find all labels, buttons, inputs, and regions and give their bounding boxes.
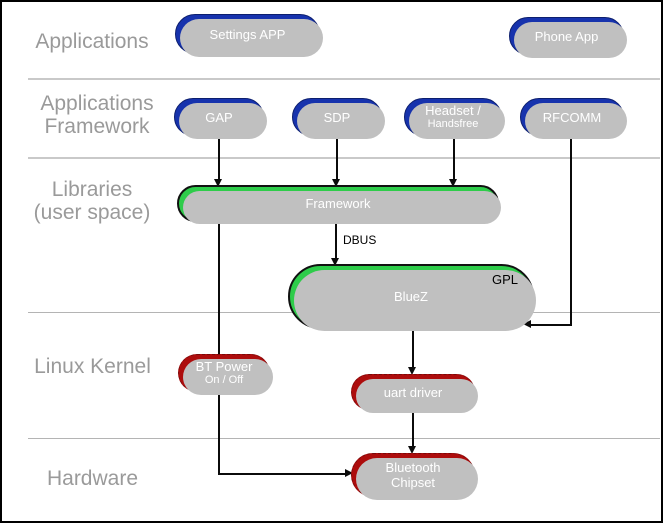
node-phone-app-label: Phone App: [534, 28, 599, 44]
edge-gap-to-chipset-head: [345, 469, 353, 477]
edge-bluez-to-uart: [412, 328, 414, 370]
node-shadow: [514, 22, 627, 58]
node-bt-power-label-line1: BT Power: [195, 359, 253, 374]
edge-rfcomm-to-bluez-horizontal: [529, 324, 572, 326]
layer-label-linux-kernel: Linux Kernel: [34, 355, 151, 378]
divider-applications: [28, 78, 660, 80]
node-phone-app[interactable]: Phone App: [509, 17, 627, 58]
edge-label-dbus: DBUS: [343, 233, 377, 247]
node-headset-handsfree-label-line2: Handsfree: [427, 118, 479, 130]
edge-rfcomm-to-bluez-vertical: [570, 136, 572, 326]
node-bluez-license-badge: GPL: [491, 272, 518, 287]
edge-uart-to-chipset: [412, 409, 414, 449]
edge-gap-to-chipset-vertical: [218, 221, 220, 475]
node-shadow: [294, 270, 536, 331]
node-bluez[interactable]: GPL BlueZ: [288, 264, 536, 331]
layer-label-hardware: Hardware: [46, 467, 139, 490]
edge-gap-to-chipset-horizontal: [218, 473, 348, 475]
node-framework-label: Framework: [305, 196, 371, 211]
node-rfcomm[interactable]: RFCOMM: [520, 98, 627, 139]
node-headset-handsfree-label-line1: Headset /: [425, 103, 481, 118]
divider-linux-kernel: [28, 438, 660, 439]
node-settings-app[interactable]: Settings APP: [175, 14, 323, 57]
node-uart-driver[interactable]: uart driver: [351, 374, 478, 413]
node-bluetooth-chipset[interactable]: Bluetooth Chipset: [351, 453, 478, 500]
edge-rfcomm-to-bluez-head: [523, 320, 531, 328]
edge-headset-to-framework: [453, 136, 455, 182]
node-shadow: [183, 359, 273, 395]
node-headset-handsfree[interactable]: Headset / Handsfree: [404, 98, 505, 139]
node-framework[interactable]: Framework: [177, 185, 501, 224]
edge-gap-to-framework-head: [214, 179, 222, 187]
edge-bluez-to-uart-head: [408, 367, 416, 375]
node-shadow: [525, 103, 627, 139]
layer-label-applications-framework: Applications Framework: [40, 92, 154, 138]
edge-sdp-to-framework: [336, 136, 338, 182]
edge-gap-to-framework: [218, 136, 220, 182]
node-settings-app-label: Settings APP: [209, 26, 286, 42]
node-shadow: [297, 103, 385, 139]
node-gap[interactable]: GAP: [174, 98, 267, 139]
node-shadow: [179, 103, 267, 139]
node-shadow: [409, 103, 505, 139]
node-rfcomm-label: RFCOMM: [542, 109, 602, 125]
node-shadow: [356, 379, 478, 413]
edge-framework-to-bluez: [335, 221, 337, 261]
node-uart-driver-label: uart driver: [383, 384, 443, 400]
node-bluetooth-chipset-label-line2: Chipset: [390, 475, 436, 490]
node-bt-power[interactable]: BT Power On / Off: [178, 354, 273, 395]
edge-framework-to-bluez-head: [331, 258, 339, 266]
node-bluetooth-chipset-label-line1: Bluetooth: [385, 460, 441, 475]
edge-sdp-to-framework-head: [332, 179, 340, 187]
node-gap-label: GAP: [205, 109, 233, 125]
node-sdp[interactable]: SDP: [292, 98, 385, 139]
layer-label-libraries: Libraries (user space): [33, 178, 151, 224]
node-bt-power-label-line2: On / Off: [204, 374, 244, 386]
edge-uart-to-chipset-head: [408, 446, 416, 454]
node-shadow: [356, 458, 478, 500]
node-bluez-label: BlueZ: [394, 289, 428, 304]
node-sdp-label: SDP: [323, 109, 351, 125]
node-shadow: [183, 191, 501, 224]
layer-label-applications: Applications: [35, 30, 149, 53]
divider-applications-framework: [28, 157, 660, 159]
node-shadow: [180, 19, 323, 57]
edge-headset-to-framework-head: [449, 179, 457, 187]
